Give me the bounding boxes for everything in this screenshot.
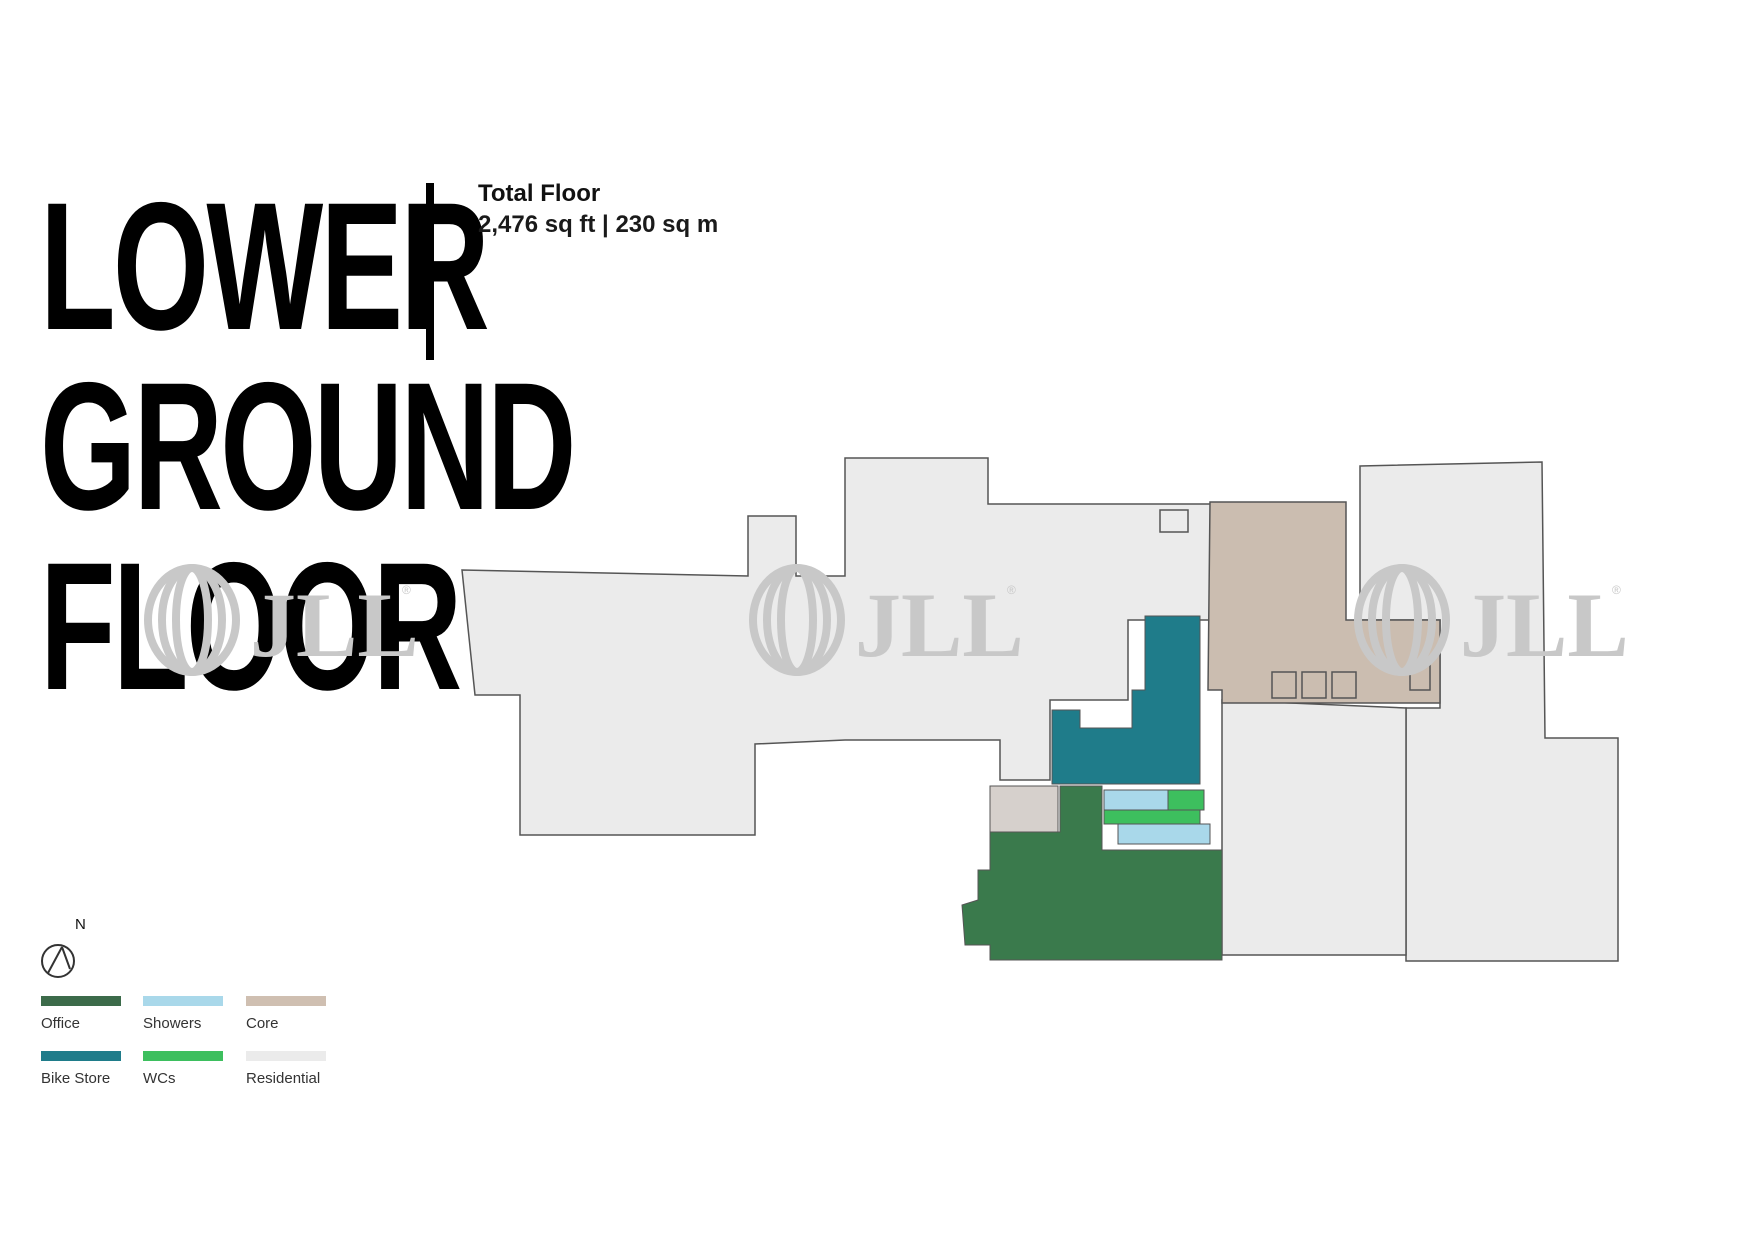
legend-swatch-bike-store bbox=[41, 1051, 121, 1061]
floor-title-line-1: LOWER bbox=[40, 164, 490, 368]
legend-item-office: Office bbox=[41, 996, 123, 1032]
legend-label-wcs: WCs bbox=[143, 1070, 176, 1087]
lift-shaft-2 bbox=[1301, 671, 1327, 699]
jll-logo-mark: ® bbox=[1612, 583, 1621, 597]
floor-title-line-3: FLOOR bbox=[40, 524, 462, 728]
legend-swatch-residential bbox=[246, 1051, 326, 1061]
jll-logo-mark: ® bbox=[1007, 583, 1016, 597]
legend-swatch-showers bbox=[143, 996, 223, 1006]
bike-store-zone bbox=[1051, 615, 1201, 785]
total-floor-label: Total Floor bbox=[478, 180, 601, 207]
jll-logo-rings bbox=[749, 564, 845, 676]
jll-logo-text: JLL bbox=[855, 574, 1024, 676]
jll-logo-text: JLL bbox=[1460, 574, 1629, 676]
north-label: N bbox=[75, 916, 86, 933]
jll-logo-rings bbox=[1354, 564, 1450, 676]
jll-watermark-logo-2: JLL ® bbox=[749, 564, 1024, 676]
north-arrow-icon bbox=[41, 944, 75, 978]
legend-item-core: Core bbox=[246, 996, 328, 1032]
lift-shaft-1 bbox=[1271, 671, 1297, 699]
legend: Office Showers Core Bike Store WCs Resid… bbox=[41, 996, 361, 1096]
residential-south-east bbox=[1221, 699, 1407, 956]
floor-title-line-2: GROUND bbox=[40, 344, 576, 548]
jll-logo-mark: ® bbox=[402, 583, 411, 597]
legend-swatch-core bbox=[246, 996, 326, 1006]
legend-label-office: Office bbox=[41, 1015, 80, 1032]
legend-swatch-wcs bbox=[143, 1051, 223, 1061]
total-floor-area: 2,476 sq ft | 230 sq m bbox=[478, 211, 719, 238]
jll-watermark-logo-3: JLL ® bbox=[1354, 564, 1629, 676]
legend-label-core: Core bbox=[246, 1015, 279, 1032]
legend-label-showers: Showers bbox=[143, 1015, 202, 1032]
title-divider bbox=[426, 183, 434, 360]
legend-item-residential: Residential bbox=[246, 1051, 328, 1087]
lift-shaft-3 bbox=[1331, 671, 1357, 699]
jll-watermark-logo-1: JLL ® bbox=[144, 564, 419, 676]
office-zone bbox=[961, 785, 1223, 961]
lift-shaft-5 bbox=[1159, 509, 1189, 533]
legend-label-bike-store: Bike Store bbox=[41, 1070, 111, 1087]
legend-label-residential: Residential bbox=[246, 1070, 321, 1087]
legend-swatch-office bbox=[41, 996, 121, 1006]
jll-logo-text: JLL bbox=[250, 574, 419, 676]
showers-south bbox=[1117, 823, 1211, 845]
floor-area-block: Total Floor 2,476 sq ft | 230 sq m bbox=[478, 179, 718, 241]
wcs-zone-2 bbox=[1167, 789, 1205, 811]
jll-logo-rings bbox=[144, 564, 240, 676]
office-store bbox=[989, 785, 1059, 833]
wcs-zone bbox=[1103, 809, 1201, 825]
floor-title: LOWER GROUND FLOOR bbox=[40, 164, 576, 728]
legend-item-bike-store: Bike Store bbox=[41, 1051, 123, 1087]
legend-item-wcs: WCs bbox=[143, 1051, 225, 1087]
showers-north bbox=[1103, 789, 1169, 811]
legend-item-showers: Showers bbox=[143, 996, 225, 1032]
